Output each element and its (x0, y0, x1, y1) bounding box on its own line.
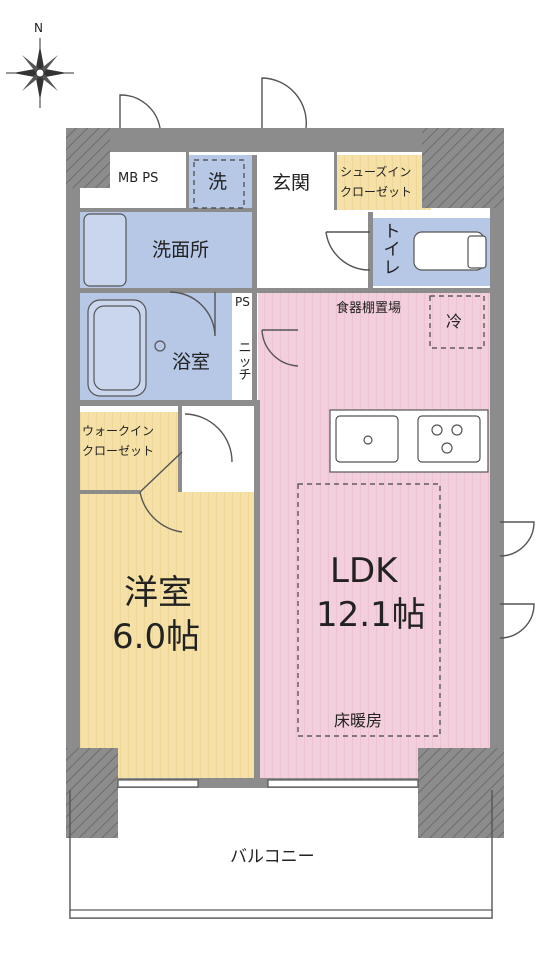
fixtures (83, 213, 489, 473)
balcony-rail (69, 909, 493, 919)
interior-walls (80, 150, 490, 778)
door-swings (119, 77, 535, 639)
shoe-closet-floor (336, 155, 431, 210)
compass-icon (6, 38, 74, 108)
niche-label: ニッチ (238, 341, 252, 384)
mbps-label: MB PS (118, 171, 159, 186)
ldk-size: 12.1帖 (316, 595, 426, 635)
washer-label: 洗 (208, 171, 228, 193)
ps-label: PS (235, 295, 250, 309)
wall-right (490, 128, 504, 780)
ldk-floor (258, 292, 490, 778)
toilet-label: トイレ (383, 222, 401, 278)
western-room-name: 洋室 (124, 573, 192, 613)
column-top-left (66, 128, 110, 188)
walkin-closet-label-2: クローゼット (82, 444, 155, 458)
windows (117, 779, 419, 788)
entrance-label: 玄関 (272, 172, 311, 194)
shoe-closet-label-2: クローゼット (340, 185, 413, 199)
balcony-label: バルコニー (230, 847, 315, 867)
column-bottom-right (418, 748, 504, 838)
fridge-label: 冷 (446, 312, 463, 331)
western-room-size: 6.0帖 (112, 617, 201, 657)
shoe-closet-label-1: シューズイン (340, 165, 412, 179)
wall-left (66, 128, 80, 780)
washroom-label: 洗面所 (152, 239, 210, 261)
walkin-closet-label-1: ウォークイン (82, 424, 155, 438)
compass-north-label: N (34, 21, 43, 35)
western-room-floor (80, 492, 255, 778)
column-top-right (422, 128, 504, 208)
washer-floor (188, 155, 253, 210)
column-bottom-left (66, 748, 118, 838)
entrance-floor (255, 155, 335, 210)
bathroom-label: 浴室 (172, 351, 211, 373)
pantry-label: 食器棚置場 (336, 301, 402, 316)
floor-heating-label: 床暖房 (334, 711, 383, 730)
dashed-outlines (193, 159, 485, 737)
ldk-name: LDK (330, 551, 398, 591)
walkin-closet-floor (80, 412, 178, 492)
